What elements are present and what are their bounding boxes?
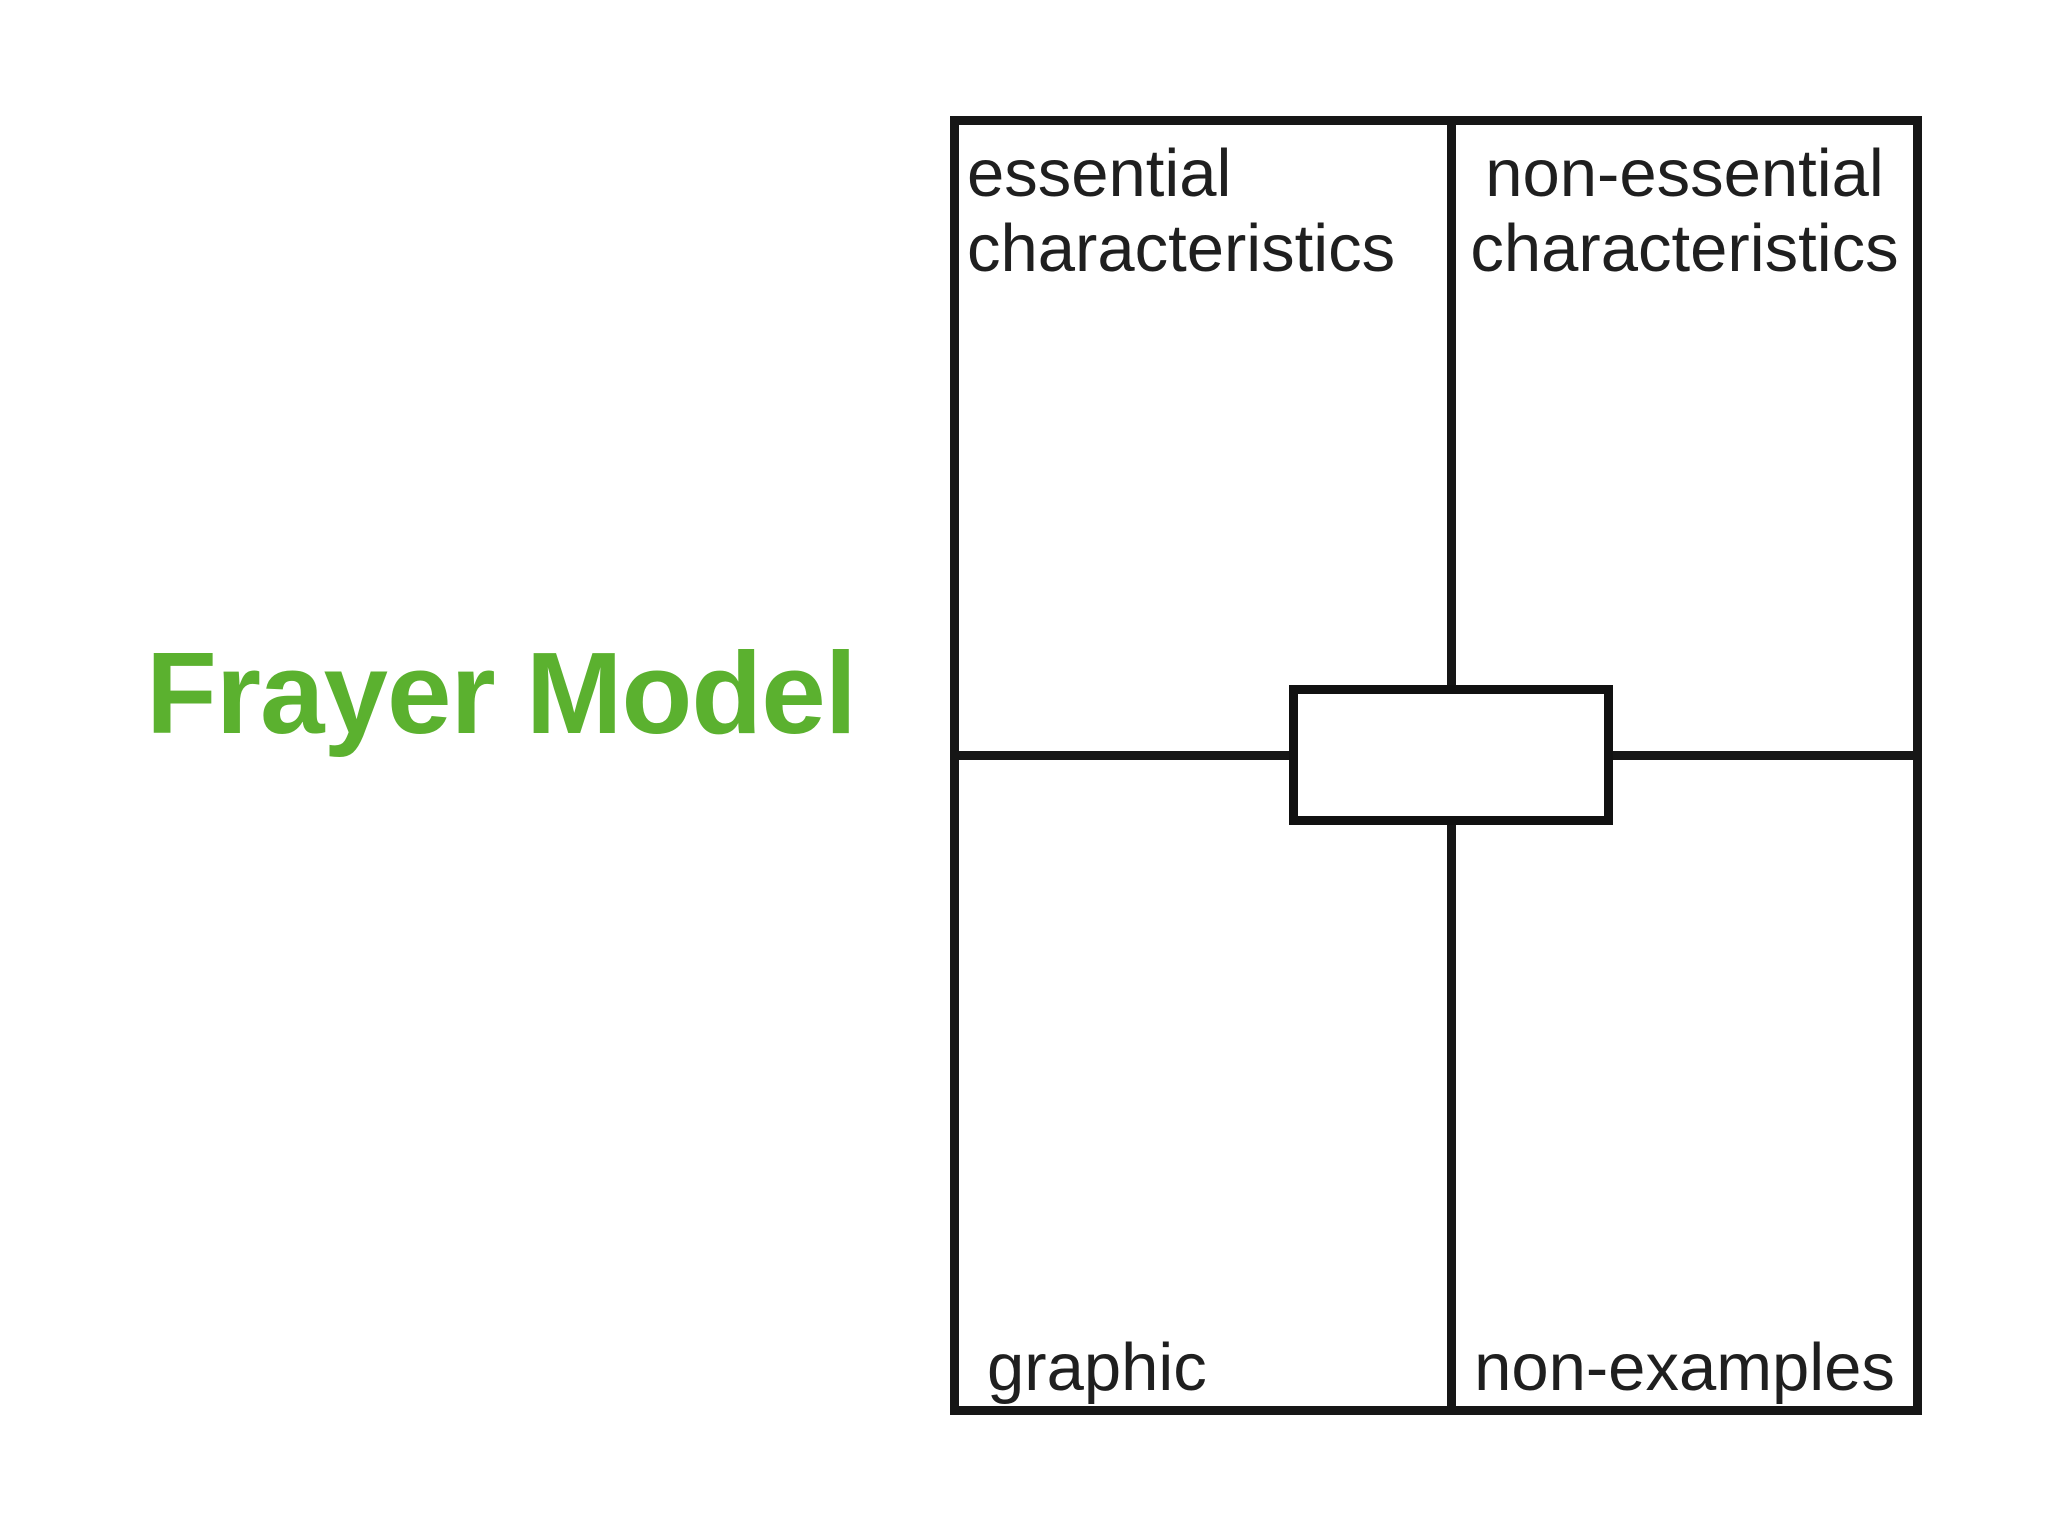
- quadrant-bottom-right-label: non-examples: [1474, 1330, 1895, 1405]
- concept-word-box: [1289, 685, 1613, 825]
- page-title: Frayer Model: [146, 628, 857, 758]
- quadrant-bottom-left-label: graphic: [987, 1330, 1207, 1405]
- quadrant-top-right-label: non-essential characteristics: [1470, 136, 1899, 286]
- frayer-diagram: essential characteristics non-essential …: [950, 116, 1922, 1415]
- quadrant-top-left-label: essential characteristics: [967, 136, 1396, 286]
